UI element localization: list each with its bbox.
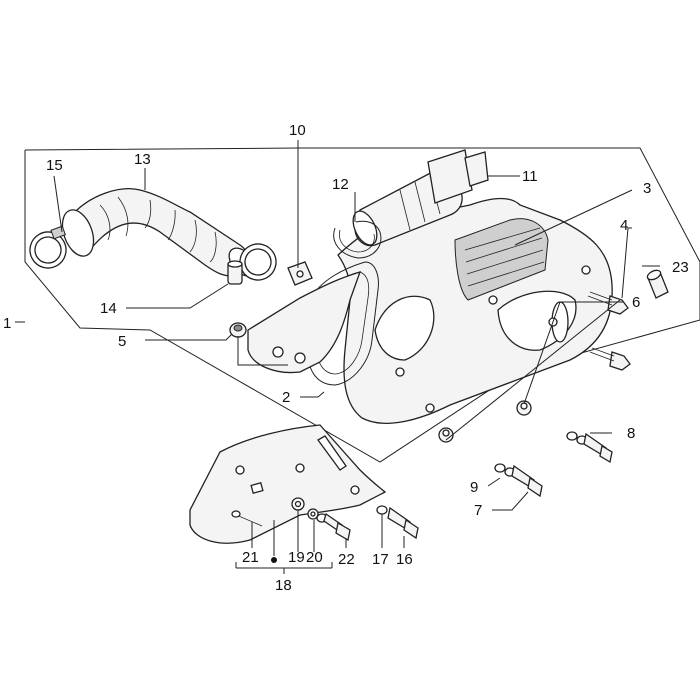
spring-clamp — [333, 220, 382, 259]
bolt-16 — [376, 505, 419, 540]
callout-14: 14 — [100, 300, 117, 317]
bolt-22 — [316, 512, 351, 542]
bolt-7 — [494, 463, 543, 498]
intake-snorkel — [352, 149, 489, 247]
callout-13: 13 — [134, 151, 151, 168]
screw-upper — [587, 291, 629, 315]
callout-2: 2 — [282, 389, 290, 406]
washer-20 — [307, 508, 319, 520]
hose-clamp-left — [29, 225, 67, 269]
callout-3: 3 — [643, 180, 651, 197]
kit-marker-dot — [271, 557, 277, 563]
callout-4: 4 — [620, 217, 628, 234]
callout-11: 11 — [522, 168, 538, 185]
spring-clamp-inner — [339, 229, 375, 253]
air-filter-housing — [337, 197, 613, 424]
callout-12: 12 — [332, 176, 349, 193]
callout-18: 18 — [275, 577, 292, 594]
callout-7: 7 — [474, 502, 482, 519]
grommet-5 — [229, 322, 247, 338]
callout-20: 20 — [306, 549, 323, 566]
callout-15: 15 — [46, 157, 63, 174]
callout-8: 8 — [627, 425, 635, 442]
rivet-21 — [231, 510, 263, 527]
callout-5: 5 — [118, 333, 126, 350]
callout-23: 23 — [672, 259, 689, 276]
callout-22: 22 — [338, 551, 355, 568]
callout-19: 19 — [288, 549, 305, 566]
gasket — [307, 261, 379, 386]
callout-21: 21 — [242, 549, 259, 566]
washer-19 — [291, 497, 305, 511]
leader-lines — [15, 140, 660, 574]
screw-lower — [589, 347, 631, 371]
callout-16: 16 — [396, 551, 413, 568]
cover-hole-a — [272, 346, 284, 358]
cover-hole-b — [294, 352, 306, 364]
clip-nut — [287, 261, 313, 286]
hose-clamp-right — [239, 243, 277, 281]
callout-10: 10 — [289, 122, 306, 139]
lower-bracket — [189, 424, 387, 544]
rubber-cap — [646, 269, 669, 299]
callout-9: 9 — [470, 479, 478, 496]
callout-17: 17 — [372, 551, 389, 568]
callout-6: 6 — [632, 294, 640, 311]
small-sleeve — [227, 260, 243, 285]
callout-1: 1 — [3, 315, 11, 332]
bolt-8 — [566, 431, 613, 464]
